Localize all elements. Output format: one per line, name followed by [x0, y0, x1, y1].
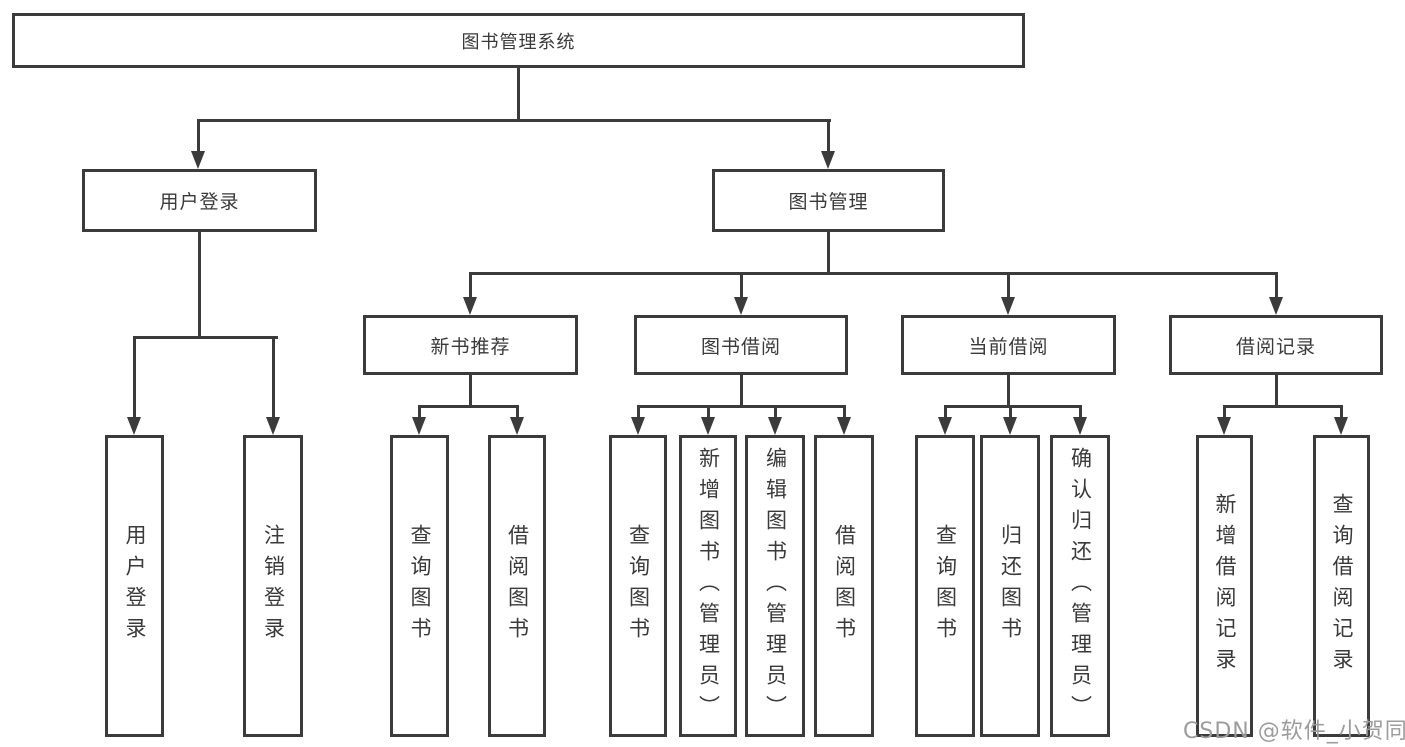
connector-line	[516, 405, 519, 419]
node-label: 用户登录	[123, 524, 147, 648]
node-label: 借阅图书	[505, 524, 530, 648]
arrowhead-down-icon	[631, 417, 645, 435]
node-library-management-system: 图书管理系统	[12, 13, 1025, 68]
arrowhead-down-icon	[127, 417, 141, 435]
leaf-edit-book-admin: 编辑图书（管理员）	[745, 435, 805, 737]
connector-line	[1009, 405, 1012, 419]
arrowhead-down-icon	[821, 151, 835, 169]
node-label: 查询图书	[933, 524, 958, 648]
connector-line	[1340, 405, 1343, 419]
connector-line	[1275, 375, 1278, 407]
node-label: 确认归还（管理员）	[1068, 446, 1093, 726]
node-label: 图书借阅	[700, 335, 781, 358]
connector-line	[774, 405, 777, 419]
arrowhead-down-icon	[1073, 417, 1087, 435]
connector-line	[469, 375, 472, 407]
node-user-login: 用户登录	[82, 169, 317, 232]
arrowhead-down-icon	[734, 297, 748, 315]
node-label: 新增借阅记录	[1213, 493, 1237, 679]
arrowhead-down-icon	[191, 151, 205, 169]
node-label: 图书管理	[788, 191, 869, 213]
node-book-borrowing: 图书借阅	[634, 315, 848, 375]
arrowhead-down-icon	[768, 417, 782, 435]
connector-line	[944, 405, 1082, 408]
connector-line	[517, 68, 520, 122]
connector-line	[1079, 405, 1082, 419]
leaf-query-books-current: 查询图书	[915, 435, 975, 737]
connector-line	[637, 405, 846, 408]
connector-line	[637, 405, 640, 419]
arrowhead-down-icon	[1001, 297, 1015, 315]
node-label: 当前借阅	[968, 335, 1049, 358]
leaf-user-login: 用户登录	[105, 435, 164, 737]
leaf-query-borrow-record: 查询借阅记录	[1313, 435, 1370, 737]
leaf-add-borrow-record: 新增借阅记录	[1196, 435, 1253, 737]
leaf-query-books-borrowing: 查询图书	[609, 435, 667, 737]
leaf-confirm-return-admin: 确认归还（管理员）	[1050, 435, 1110, 737]
node-label: 新书推荐	[430, 335, 511, 358]
connector-line	[272, 336, 275, 417]
connector-line	[944, 405, 947, 419]
arrowhead-down-icon	[1269, 297, 1283, 315]
arrowhead-down-icon	[837, 417, 851, 435]
connector-line	[133, 336, 136, 417]
arrowhead-down-icon	[412, 417, 426, 435]
connector-line	[1007, 272, 1010, 299]
connector-line	[1007, 375, 1010, 407]
connector-line	[740, 272, 743, 299]
connector-line	[827, 232, 830, 274]
connector-line	[469, 272, 472, 299]
node-label: 查询图书	[408, 524, 432, 648]
node-label: 用户登录	[159, 191, 240, 213]
connector-line	[469, 272, 1278, 275]
leaf-logout: 注销登录	[243, 435, 303, 737]
node-label: 图书管理系统	[461, 31, 576, 53]
node-label: 查询图书	[626, 524, 651, 648]
node-new-book-recommendation: 新书推荐	[363, 315, 578, 375]
arrowhead-down-icon	[510, 417, 524, 435]
node-label: 借阅图书	[832, 524, 857, 648]
arrowhead-down-icon	[463, 297, 477, 315]
node-label: 查询借阅记录	[1330, 493, 1354, 679]
node-label: 编辑图书（管理员）	[763, 446, 788, 726]
connector-line	[418, 405, 519, 408]
connector-line	[707, 405, 710, 419]
connector-line	[197, 119, 831, 122]
connector-line	[197, 119, 200, 152]
node-book-management: 图书管理	[712, 169, 945, 232]
leaf-borrow-books: 借阅图书	[814, 435, 874, 737]
node-label: 归还图书	[998, 524, 1023, 648]
connector-line	[843, 405, 846, 419]
connector-line	[133, 336, 278, 339]
node-label: 新增图书（管理员）	[696, 446, 721, 726]
node-label: 注销登录	[261, 524, 286, 648]
node-current-borrowing: 当前借阅	[901, 315, 1116, 375]
arrowhead-down-icon	[701, 417, 715, 435]
leaf-borrow-books-recommend: 借阅图书	[488, 435, 546, 737]
node-borrowing-records: 借阅记录	[1169, 315, 1383, 375]
arrowhead-down-icon	[1217, 417, 1231, 435]
connector-line	[740, 375, 743, 407]
arrowhead-down-icon	[938, 417, 952, 435]
connector-line	[1223, 405, 1226, 419]
connector-line	[418, 405, 421, 419]
leaf-add-book-admin: 新增图书（管理员）	[679, 435, 737, 737]
leaf-query-books-recommend: 查询图书	[390, 435, 449, 737]
arrowhead-down-icon	[266, 417, 280, 435]
leaf-return-books: 归还图书	[980, 435, 1040, 737]
arrowhead-down-icon	[1334, 417, 1348, 435]
connector-line	[827, 119, 830, 152]
csdn-watermark: CSDN @软件_小贺同学	[1183, 719, 1405, 744]
connector-line	[198, 232, 201, 338]
connector-line	[1223, 405, 1343, 408]
connector-line	[1275, 272, 1278, 299]
node-label: 借阅记录	[1235, 335, 1316, 358]
arrowhead-down-icon	[1003, 417, 1017, 435]
